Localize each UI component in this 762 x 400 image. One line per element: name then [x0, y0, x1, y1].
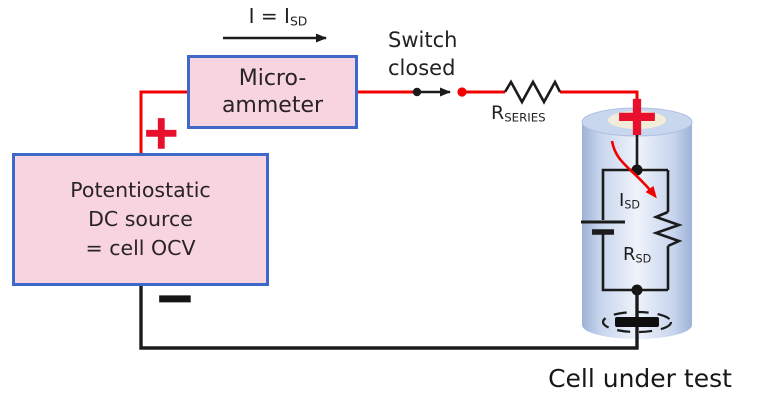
cell-caption: Cell under test — [548, 364, 732, 393]
sd-current-main: I — [619, 190, 625, 211]
red-wires — [139, 90, 639, 153]
micro-ammeter-box: Micro- ammeter — [187, 55, 358, 129]
switch-label-line2: closed — [388, 56, 456, 81]
self-discharge-current-arrow — [610, 140, 657, 199]
sd-current-sub: SD — [624, 198, 640, 212]
switch-label: Switch closed — [388, 26, 457, 83]
return-wire — [139, 285, 639, 350]
negative-terminal-flange — [601, 310, 673, 334]
source-negative-sign: − — [154, 270, 196, 326]
sd-resistor-sub: SD — [635, 252, 652, 266]
loop-top-left — [601, 168, 668, 220]
series-resistor-label: RSERIES — [491, 102, 546, 124]
wire-resistor-to-cell — [560, 90, 639, 108]
dc-source-line3: = cell OCV — [85, 236, 196, 261]
current-direction-label: I = ISD — [222, 4, 334, 28]
current-direction-sub: SD — [289, 13, 308, 29]
series-resistor-symbol — [503, 79, 562, 105]
wire-ammeter-to-source — [139, 90, 188, 153]
sd-resistor-label: RSD — [623, 244, 651, 265]
series-resistor-sub: SERIES — [504, 110, 546, 125]
cell-top-terminal-disc — [608, 111, 666, 129]
switch-contact-left — [412, 87, 422, 97]
series-resistor-main: R — [491, 102, 505, 124]
cell-internal-loop — [601, 168, 683, 292]
dc-source-line2: DC source — [88, 206, 193, 231]
switch-label-line1: Switch — [388, 28, 458, 52]
current-direction-main: I = I — [248, 4, 290, 28]
sd-resistor-main: R — [623, 244, 636, 265]
dc-source-line1: Potentiostatic — [70, 177, 211, 202]
micro-ammeter-line2: ammeter — [221, 93, 324, 118]
sd-resistor-symbol — [652, 210, 683, 248]
dc-source-box: Potentiostatic DC source = cell OCV — [12, 153, 269, 286]
micro-ammeter-line1: Micro- — [238, 65, 307, 91]
switch-contact-right — [457, 87, 467, 97]
cell-positive-sign: + — [613, 84, 660, 147]
loop-bottom-left — [601, 234, 668, 292]
source-positive-sign: + — [141, 105, 181, 159]
cell-negative-terminal-bar — [615, 317, 659, 327]
sd-current-label: ISD — [619, 190, 640, 211]
switch-closed-symbol — [412, 87, 467, 97]
